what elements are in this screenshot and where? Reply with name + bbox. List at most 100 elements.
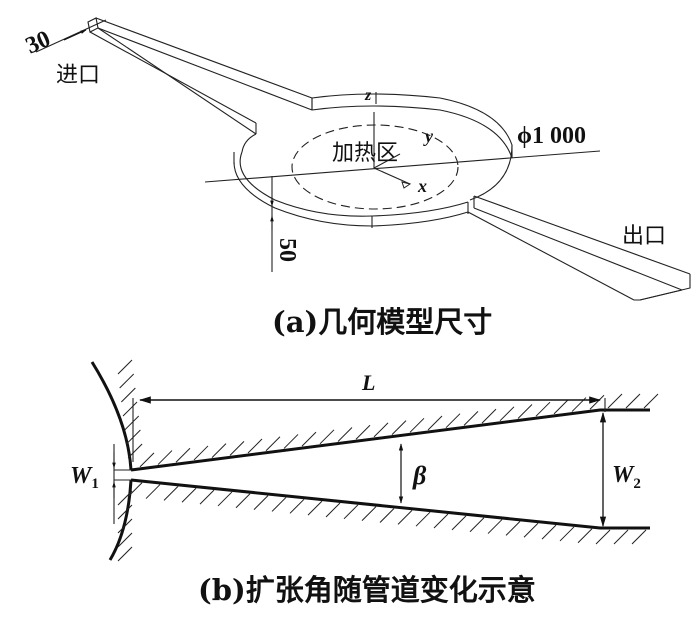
heating-zone-label: 加热区 — [332, 141, 398, 166]
hatch-line — [117, 546, 133, 562]
hatch-line — [343, 504, 359, 520]
inlet-channel — [87, 17, 313, 153]
hatch-line — [481, 408, 497, 424]
hatch-line — [301, 431, 317, 447]
hatch-line — [199, 489, 215, 505]
hatch-line — [499, 406, 515, 422]
hatch-line — [355, 424, 371, 440]
axis-y-label: y — [423, 126, 434, 146]
dimension-inlet-width: 30 — [22, 19, 107, 60]
hatch-line — [517, 404, 533, 419]
hatch-line — [319, 429, 335, 445]
dim-diameter-text: ϕ1 000 — [517, 123, 586, 149]
dimension-beta: β — [398, 443, 427, 504]
hatch-line — [235, 493, 251, 509]
label-L: L — [361, 370, 375, 395]
dim-inlet-width-text: 30 — [22, 26, 55, 60]
dimension-W2: W2 — [599, 411, 641, 528]
hatch-line — [433, 513, 449, 529]
label-W1: W1 — [70, 463, 99, 492]
dimension-L: L — [132, 370, 606, 462]
channel-lower-wall — [130, 478, 650, 530]
hatch-line — [643, 393, 659, 409]
heating-zone-boundary — [291, 124, 459, 210]
hatch-line — [397, 509, 413, 525]
hatch-line — [117, 490, 133, 506]
hatch-line — [409, 417, 425, 433]
hatch-line — [469, 517, 485, 533]
hatch-line — [607, 393, 623, 409]
hatch-line — [265, 436, 281, 452]
hatch-line — [325, 502, 341, 518]
dimension-W1: W1 — [70, 444, 131, 524]
hatch-line — [271, 497, 287, 512]
dimension-height: 50 — [270, 176, 300, 272]
hatch-line — [117, 518, 133, 534]
hatch-line — [217, 491, 233, 507]
hatch-line — [577, 528, 593, 544]
hatch-line — [193, 445, 209, 461]
hatch-line — [613, 529, 629, 545]
hatch-line — [124, 415, 140, 431]
hatch-line — [211, 443, 227, 458]
hatch-line — [145, 484, 161, 499]
axis-z-label: z — [364, 87, 372, 104]
hatch-line — [445, 413, 461, 429]
hatch-line — [505, 521, 521, 536]
hatch-line — [523, 522, 539, 538]
hatch-line — [589, 394, 605, 410]
hatching-lower — [117, 482, 647, 562]
hatch-line — [337, 427, 353, 442]
hatch-line — [373, 422, 389, 438]
outlet-channel — [467, 195, 691, 301]
hatch-line — [553, 399, 569, 415]
hatch-line — [117, 359, 133, 375]
hatch-line — [127, 482, 143, 498]
hatch-line — [559, 526, 575, 542]
hatch-line — [415, 511, 431, 527]
hatch-line — [595, 529, 611, 545]
panel-b-caption: (b)扩张角随管道变化示意 — [198, 573, 536, 607]
inlet-label: 进口 — [56, 63, 100, 88]
hatch-line — [163, 486, 179, 501]
hatch-line — [535, 401, 551, 417]
hatch-line — [117, 532, 133, 548]
hatch-line — [289, 498, 305, 514]
hatch-line — [247, 438, 263, 454]
label-beta: β — [412, 461, 427, 490]
hatching-upper — [117, 359, 659, 468]
hatch-line — [361, 506, 377, 522]
panel-a-geometry-model: 30 进口 z y x 加热区 — [22, 17, 691, 339]
panel-b-expansion-angle: L W1 β W2 (b)扩张角随管道变化示意 — [70, 359, 659, 607]
hatch-line — [427, 415, 443, 431]
heating-disk — [233, 92, 513, 228]
disk-wall-curve — [90, 361, 133, 471]
hatch-line — [451, 515, 467, 531]
hatch-line — [253, 495, 269, 510]
hatch-line — [127, 443, 143, 459]
hatch-line — [229, 440, 245, 456]
hatch-line — [391, 420, 407, 435]
channel-upper-wall — [130, 408, 650, 472]
hatch-line — [139, 452, 155, 468]
hatch-line — [119, 373, 135, 389]
hatch-line — [117, 504, 133, 520]
hatch-line — [541, 524, 557, 540]
outlet-label: 出口 — [622, 224, 666, 249]
hatch-line — [121, 387, 136, 403]
dim-height-text: 50 — [274, 238, 300, 262]
hatch-line — [175, 447, 191, 463]
hatch-line — [463, 411, 479, 426]
hatch-line — [487, 519, 503, 534]
hatch-line — [122, 401, 138, 417]
hatch-line — [283, 434, 299, 449]
panel-a-caption: (a)几何模型尺寸 — [272, 305, 492, 339]
hatch-line — [625, 393, 641, 409]
dimension-diameter: ϕ1 000 — [509, 123, 601, 159]
hatch-line — [631, 529, 647, 545]
hatch-line — [157, 450, 173, 465]
hatch-line — [307, 500, 323, 516]
coordinate-axes: z y x — [204, 87, 511, 196]
hatch-line — [181, 487, 197, 503]
